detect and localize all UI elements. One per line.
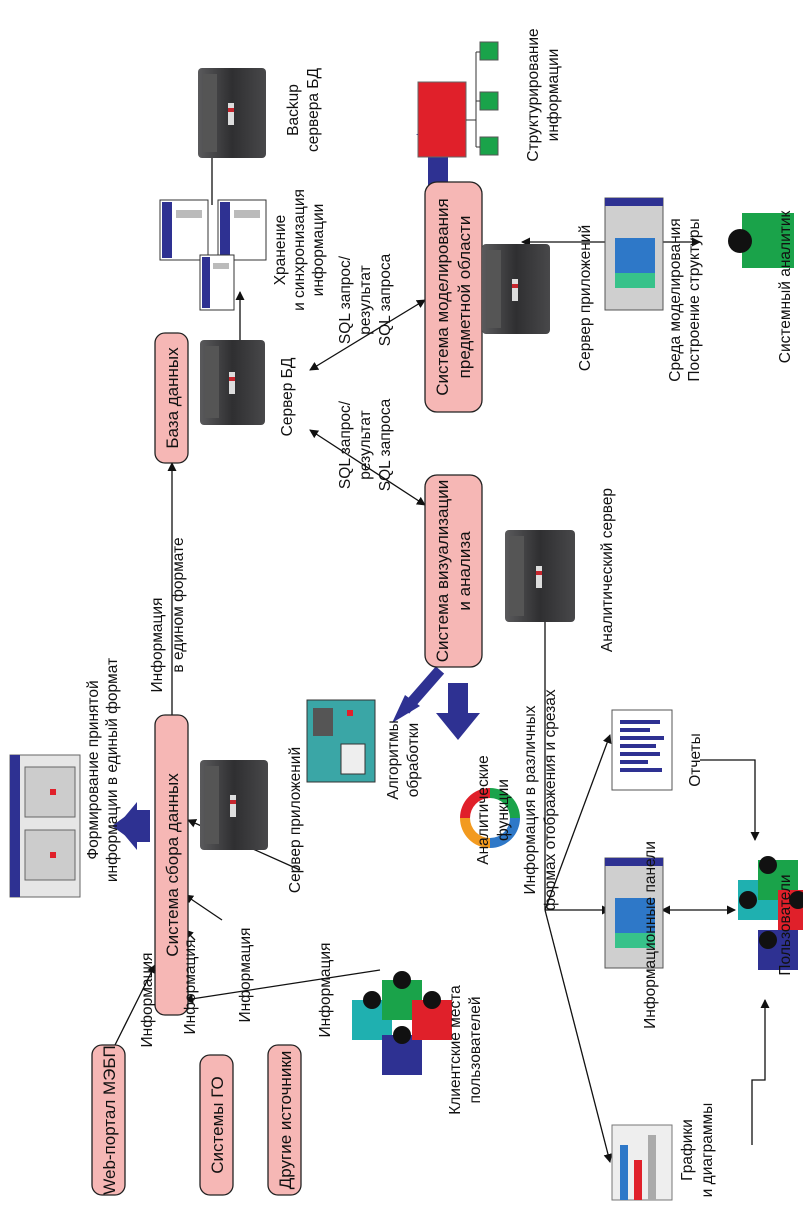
- chart-icon: [611, 1124, 673, 1201]
- go-systems-box: Системы ГО: [199, 1054, 234, 1196]
- other-sources-label: Другие источники: [276, 1051, 295, 1190]
- server-icon: [482, 244, 550, 334]
- app-server-right-label: Сервер приложений: [577, 225, 594, 371]
- sql-left-line1: SQL запрос/: [337, 400, 354, 489]
- sql-left-line2: результат: [357, 410, 374, 479]
- modeling-box-line2: предметной области: [455, 216, 474, 379]
- modeling-env-icon: [604, 197, 664, 311]
- client-group-icon: [352, 971, 452, 1075]
- server-icon: [198, 68, 266, 158]
- database-box-label: База данных: [163, 347, 182, 449]
- structuring-line1: Структурирование: [525, 28, 542, 161]
- system-analyst-label: Системный аналитик: [777, 211, 794, 364]
- visualization-box-line2: и анализа: [455, 531, 474, 611]
- sql-right-line1: SQL запрос/: [337, 255, 354, 344]
- analyst-icon: [728, 213, 794, 268]
- circuit-board-icon: [306, 699, 376, 783]
- info-panels-label: Информационные панели: [642, 841, 659, 1029]
- sql-left-line3: SQL запроса: [377, 398, 394, 491]
- structuring-icon: [417, 41, 499, 158]
- backup-line1: Backup: [285, 84, 302, 136]
- labels: Информация Информация Информация Информа…: [85, 28, 794, 1197]
- server-icon: [200, 340, 265, 425]
- info-various-line1: Информация в различных: [522, 705, 539, 894]
- document-icon: [159, 199, 209, 261]
- modeling-env-line1: Среда моделирования: [667, 218, 684, 381]
- modeling-env-line2: Построение структуры: [686, 218, 703, 381]
- users-group-icon: [738, 856, 803, 970]
- backup-line2: сервера БД: [305, 68, 322, 152]
- visualization-box: Система визуализации и анализа: [424, 474, 483, 668]
- info-label-clients: Информация: [317, 943, 334, 1038]
- info-panels-icon: [604, 857, 664, 969]
- info-label-web: Информация: [139, 953, 156, 1048]
- server-icon: [505, 530, 575, 622]
- collection-box: Система сбора данных: [154, 714, 189, 1016]
- sql-right-line2: результат: [357, 265, 374, 334]
- server-icon: [200, 760, 268, 850]
- reports-label: Отчеты: [687, 733, 704, 787]
- modeling-box: Система моделирования предметной области: [424, 181, 483, 413]
- client-places-line1: Клиентские места: [447, 985, 464, 1115]
- info-label-other: Информация: [237, 928, 254, 1023]
- algorithms-line1: Алгоритмы: [385, 720, 402, 800]
- database-box: База данных: [154, 332, 189, 464]
- sql-right-line3: SQL запроса: [377, 253, 394, 346]
- format-conversion-line1: Формирование принятой: [85, 680, 102, 859]
- collection-box-label: Система сбора данных: [163, 773, 182, 957]
- visualization-box-line1: Система визуализации: [433, 480, 452, 662]
- analytical-functions-line1: Аналитические: [475, 755, 492, 864]
- report-icon: [611, 709, 673, 791]
- db-server-label: Сервер БД: [279, 357, 296, 436]
- storage-line1: Хранение: [272, 215, 289, 286]
- document-icon: [217, 199, 267, 261]
- format-conversion-line2: информации в единый формат: [104, 658, 121, 882]
- go-systems-label: Системы ГО: [208, 1076, 227, 1173]
- algorithms-line2: обработки: [405, 723, 422, 797]
- other-sources-box: Другие источники: [267, 1044, 302, 1196]
- document-icon: [199, 254, 235, 311]
- cycle-arrows-icon: [460, 788, 520, 848]
- charts-line1: Графики: [679, 1119, 696, 1181]
- info-various-line2: формах отображения и срезах: [542, 689, 559, 911]
- structuring-line2: информации: [545, 49, 562, 142]
- analytical-functions-line2: функции: [495, 779, 512, 841]
- app-server-left-label: Сервер приложений: [287, 747, 304, 893]
- client-places-line2: пользователей: [467, 996, 484, 1103]
- connector-lines: [114, 134, 770, 1163]
- users-label: Пользователи: [777, 874, 794, 975]
- modeling-box-line1: Система моделирования: [433, 198, 452, 395]
- unified-format-line1: Информация: [149, 598, 166, 693]
- web-portal-label: Web-портал МЭБП: [100, 1045, 119, 1195]
- storage-line2: и синхронизация: [291, 189, 308, 311]
- format-conversion-icon: [9, 754, 81, 898]
- unified-format-line2: в едином формате: [170, 537, 187, 672]
- storage-line3: информации: [310, 204, 327, 297]
- charts-line2: и диаграммы: [699, 1103, 716, 1198]
- analytical-server-label: Аналитический сервер: [599, 488, 616, 652]
- web-portal-box: Web-портал МЭБП: [91, 1044, 126, 1196]
- info-label-go: Информация: [182, 940, 199, 1035]
